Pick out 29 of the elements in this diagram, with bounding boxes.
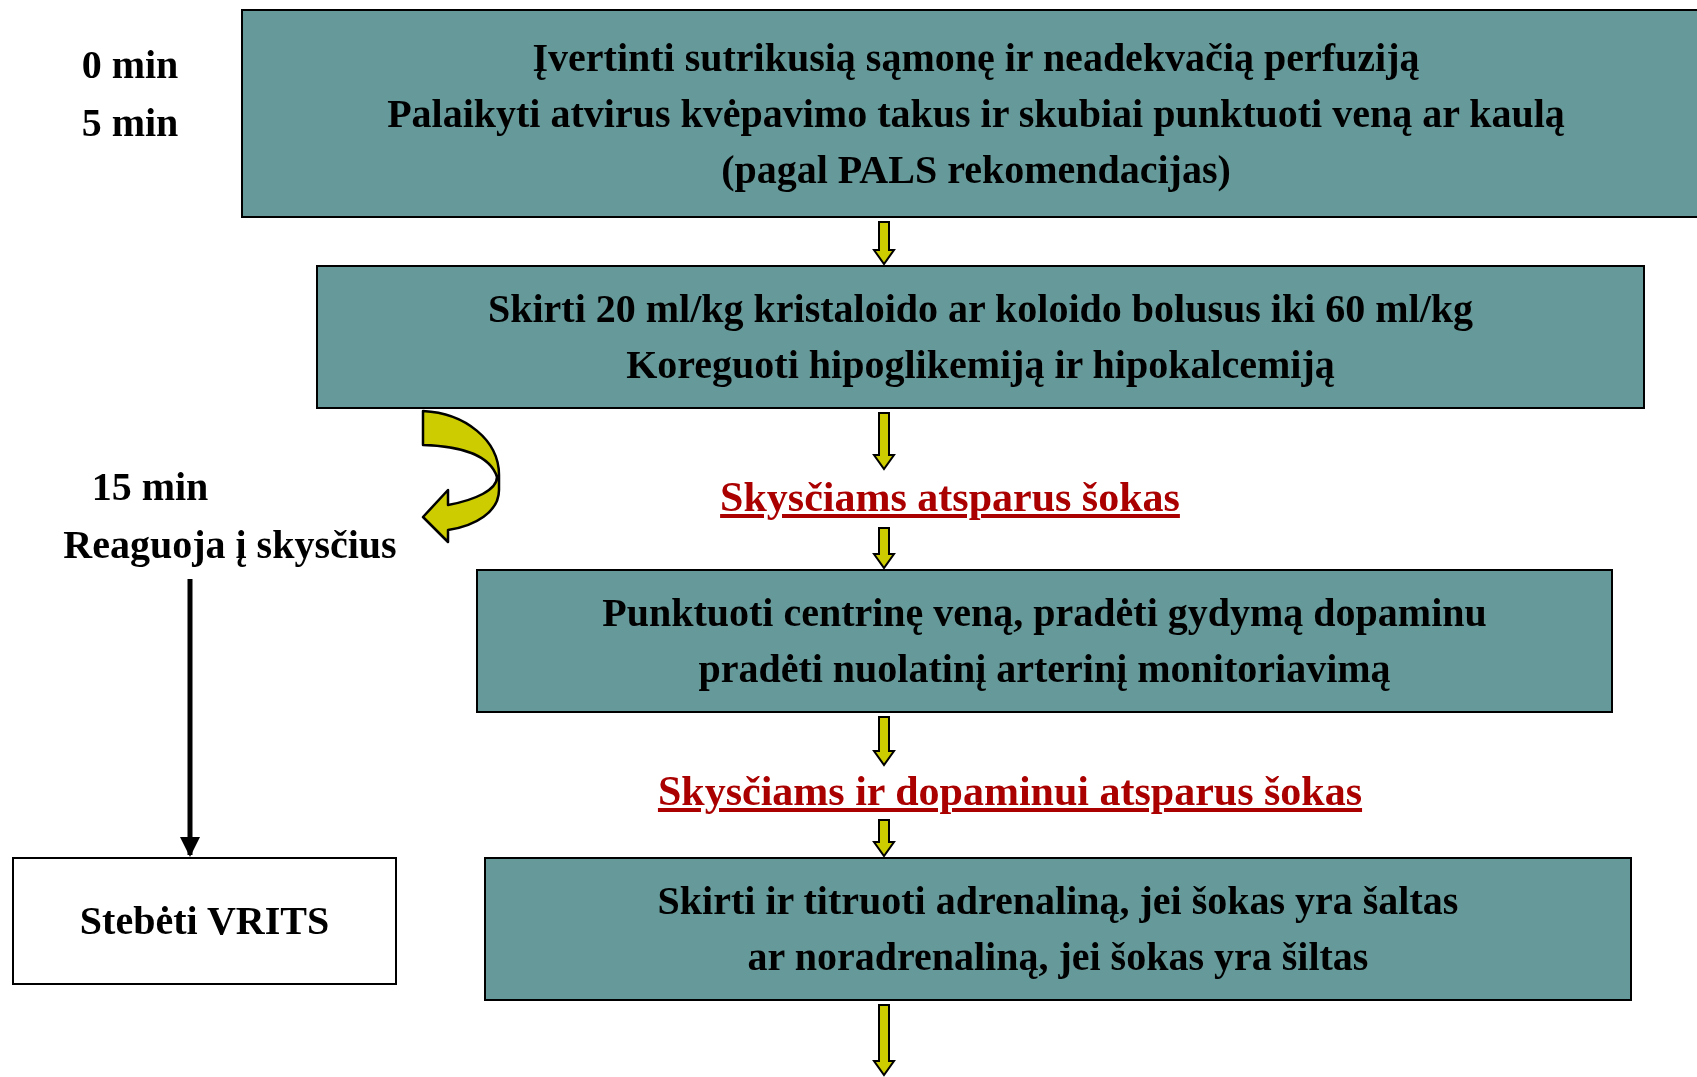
step-text: ar noradrenaliną, jei šokas yra šiltas — [747, 933, 1369, 981]
stage-heading: Skysčiams atsparus šokas — [720, 473, 1180, 522]
arrow — [872, 1004, 896, 1077]
arrow — [872, 221, 896, 266]
process-box — [476, 569, 1613, 713]
step-text: Įvertinti sutrikusią sąmonę ir neadekvačią perfuziją — [532, 33, 1420, 82]
process-box — [316, 265, 1645, 409]
process-box — [484, 857, 1632, 1001]
status-text: Reaguoja į skysčius — [63, 521, 397, 569]
time-label: 5 min — [81, 99, 179, 147]
stage-heading: Skysčiams ir dopaminui atsparus šokas — [657, 767, 1363, 816]
arrow — [180, 579, 200, 857]
process-box — [241, 9, 1697, 218]
arrow — [872, 412, 896, 471]
step-text: Punktuoti centrinę veną, pradėti gydymą dopaminu — [602, 589, 1487, 637]
step-text: Skirti ir titruoti adrenaliną, jei šokas yra šaltas — [657, 877, 1459, 925]
arrow — [872, 819, 896, 858]
step-text: Skirti 20 ml/kg kristaloido ar koloido bolusus iki 60 ml/kg — [487, 285, 1474, 333]
outcome-box — [12, 857, 397, 985]
step-text: Palaikyti atvirus kvėpavimo takus ir skubiai punktuoti veną ar kaulą — [387, 89, 1565, 138]
step-text: pradėti nuolatinį arterinį monitoriavimą — [698, 645, 1391, 693]
curved-arrow — [421, 409, 501, 544]
arrow — [872, 716, 896, 767]
arrow — [872, 527, 896, 570]
step-text: Koreguoti hipoglikemiją ir hipokalcemiją — [626, 341, 1335, 389]
time-label: 0 min — [81, 41, 179, 89]
step-text: (pagal PALS rekomendacijas) — [721, 145, 1231, 194]
time-label: 15 min — [91, 463, 209, 511]
outcome-text: Stebėti VRITS — [79, 897, 330, 945]
